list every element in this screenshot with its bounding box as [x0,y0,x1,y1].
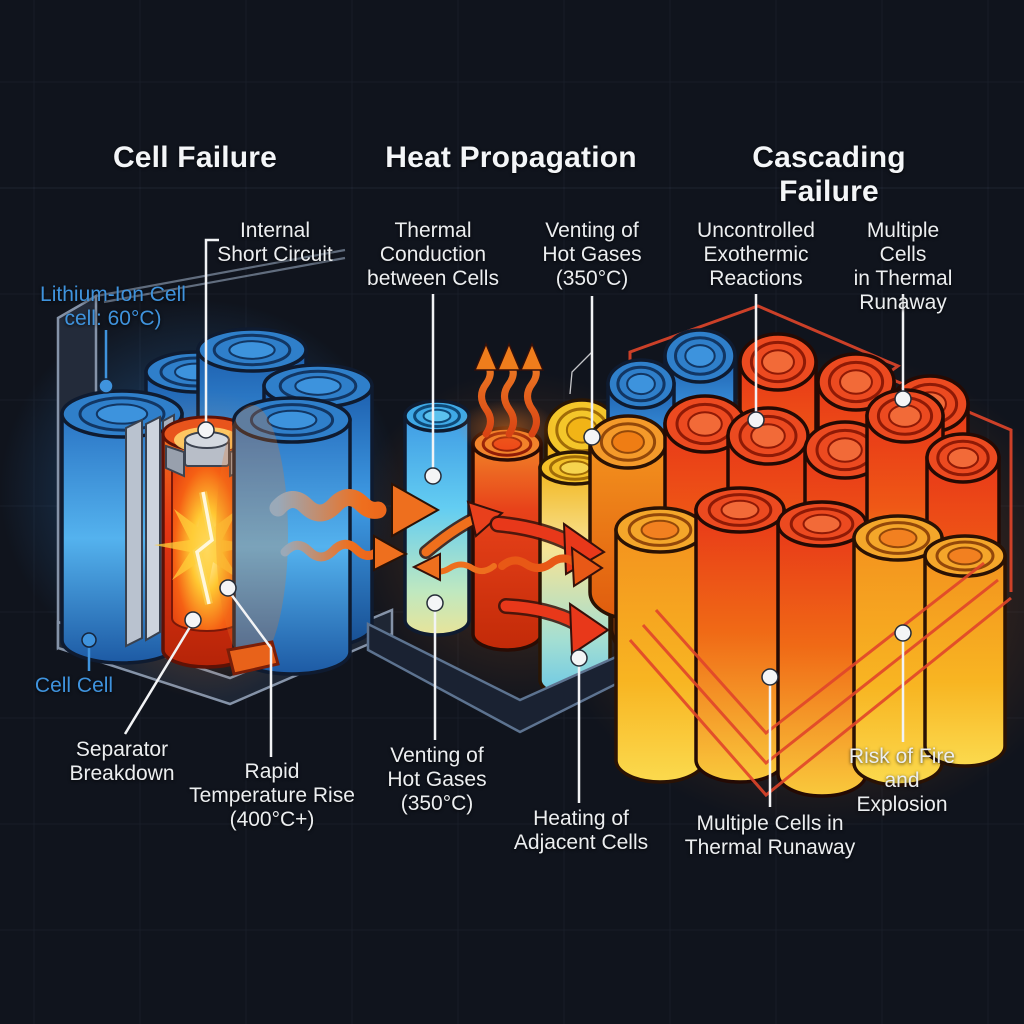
label-internal-short-circuit: Internal Short Circuit [217,219,333,266]
vent-arrows [478,360,540,438]
battery-cell [471,426,543,652]
pack-right-case [628,304,1013,640]
label-uncontrolled-exothermic: Uncontrolled Exothermic Reactions [697,219,815,290]
label-lithium-ion-cell: Lithium-Ion Cell cell: 60°C) [40,283,186,330]
leader-dots [81,378,912,686]
battery-cell [852,514,944,787]
battery-pack-cell-failure [56,248,394,706]
leader-separator [123,621,195,735]
pack-right-tray [628,561,1012,798]
leader-lines [87,238,905,807]
leader-rapid-rise [226,589,273,757]
heat-arrow-small [280,539,382,562]
label-multiple-cells-bottom: Multiple Cells in Thermal Runaway [684,812,856,859]
label-venting-top: Venting of Hot Gases (350°C) [542,219,642,290]
heat-arrows [269,342,610,656]
label-heating-adjacent-cells: Heating of Adjacent Cells [513,807,649,854]
cell-terminal [165,431,249,478]
label-venting-bottom: Venting of Hot Gases (350°C) [387,744,487,815]
propagation-arrow-wavy [498,554,578,572]
label-thermal-conduction: Thermal Conduction between Cells [367,219,499,290]
heat-tint [216,405,288,665]
label-cell-cell: Cell Cell [34,674,114,697]
battery-cell [776,500,868,798]
title-cascading-failure: Cascading Failure [752,141,906,209]
label-multiple-cells-top: Multiple Cells in Thermal Runaway [853,219,953,314]
vent-tab [226,640,280,676]
pack-left-rim [95,248,346,304]
label-rapid-temperature-rise: Rapid Temperature Rise (400°C+) [189,760,355,831]
heat-arrow-large [269,489,387,522]
label-separator-breakdown: Separator Breakdown [69,738,175,785]
backscatter-arrow [433,561,497,575]
battery-cell [923,534,1007,768]
label-risk-fire-explosion: Risk of Fire and Explosion [848,745,956,816]
leader-internal-short-circuit [204,238,219,422]
title-heat-propagation: Heat Propagation [385,141,637,174]
title-cell-failure: Cell Failure [112,141,278,174]
battery-pack-cascading-failure [588,304,1013,798]
